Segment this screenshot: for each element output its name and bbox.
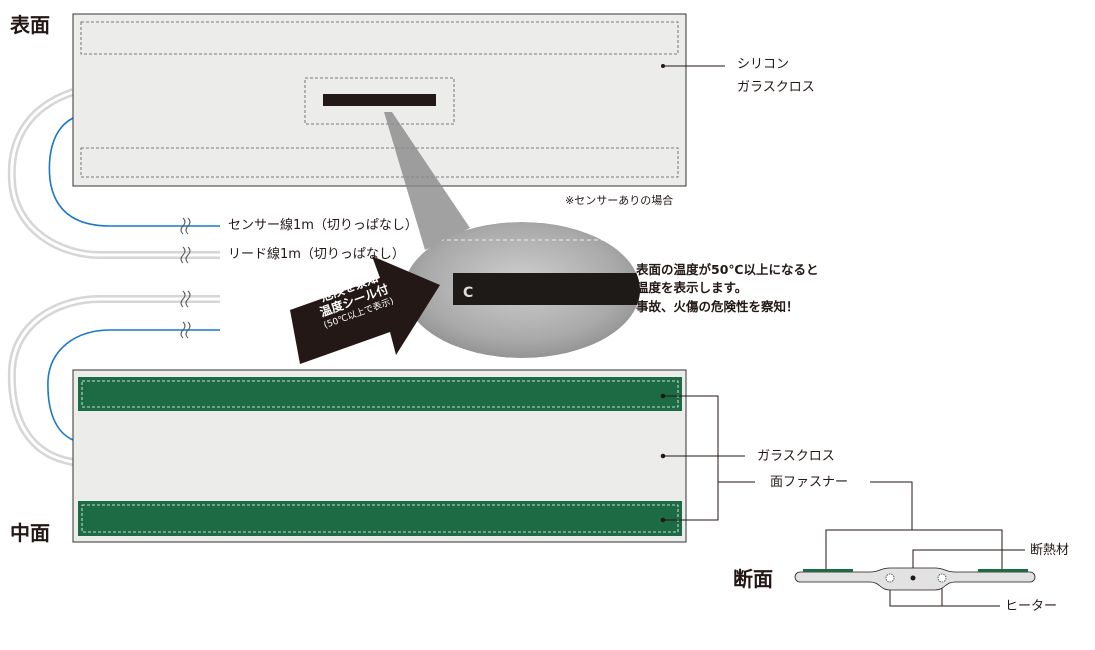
cross-section (794, 567, 1036, 591)
seal-unit: C (463, 285, 474, 301)
break-marks (180, 217, 191, 339)
lead-wire-top (7, 88, 220, 259)
zoom-cone (384, 112, 470, 250)
fastener-bottom (78, 501, 682, 536)
description-line-3: 事故、火傷の危険性を察知！ (636, 299, 799, 314)
surface-title: 表面 (10, 13, 50, 37)
temperature-seal (323, 94, 436, 106)
sensor-note: ※センサーありの場合 (565, 194, 674, 207)
description-line-1: 表面の温度が50℃以上になると (636, 262, 819, 277)
arrow-shape (290, 256, 440, 364)
middle-panel (72, 369, 687, 543)
fastener-label: 面ファスナー (770, 475, 849, 490)
lead-wire-bottom (7, 295, 220, 466)
description-line-2: 温度を表示します。 (636, 280, 748, 295)
magnified-seal-photo (404, 222, 640, 358)
surface-panel (72, 13, 687, 187)
sensor-wire-label: センサー線1m（切りっぱなし） (228, 218, 418, 233)
fastener-top (78, 377, 682, 411)
silicone-label-1: シリコン (737, 57, 790, 72)
sensor-wire-top (48, 117, 220, 227)
heater-label: ヒーター (1005, 599, 1058, 614)
insulation-label: 断熱材 (1030, 543, 1070, 558)
glass-cloth-label: ガラスクロス (757, 449, 835, 464)
section-title: 断面 (733, 567, 773, 591)
silicone-label-2: ガラスクロス (737, 80, 815, 95)
middle-title: 中面 (10, 521, 50, 545)
lead-wire-label: リード線1m（切りっぱなし） (228, 247, 405, 262)
sensor-wire-bottom (47, 329, 220, 441)
